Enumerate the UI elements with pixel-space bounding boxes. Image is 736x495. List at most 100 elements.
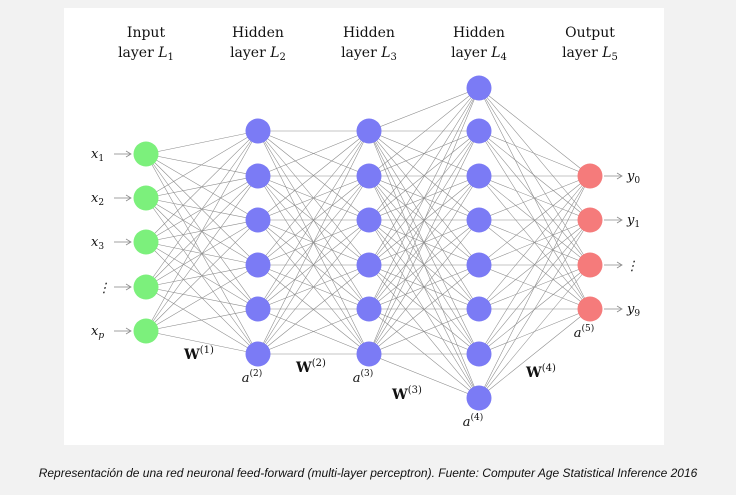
connection-l3-6-1 xyxy=(368,87,480,355)
neuron-l3-4 xyxy=(356,252,382,278)
output-label-4: y9 xyxy=(626,302,640,319)
input-ellipsis: ⋮ xyxy=(98,281,111,296)
connection-l1-5-5 xyxy=(145,308,259,332)
layer-title-3: Hidden xyxy=(343,25,395,41)
connection-l1-4-1 xyxy=(145,130,259,288)
connection-l4-8-3 xyxy=(478,264,591,399)
activation-label-3: a(3) xyxy=(353,368,374,386)
connection-l3-2-1 xyxy=(368,87,480,177)
connection-l2-4-1 xyxy=(257,130,370,266)
neuron-l2-2 xyxy=(245,163,271,189)
input-label-2: x2 xyxy=(91,191,104,208)
neuron-l4-3 xyxy=(466,163,492,189)
connection-l4-1-4 xyxy=(478,87,591,310)
neuron-l1-1 xyxy=(133,141,159,167)
output-label-1: y0 xyxy=(626,169,640,186)
connection-l1-5-2 xyxy=(145,175,259,332)
connection-l2-6-1 xyxy=(257,130,370,355)
connection-l2-6-2 xyxy=(257,175,370,355)
layer-subtitle-4: layer L4 xyxy=(451,45,507,63)
neuron-l3-3 xyxy=(356,207,382,233)
neuron-l5-4 xyxy=(577,296,603,322)
input-arrow-5-head xyxy=(125,327,132,335)
weight-label-1: W(1) xyxy=(183,345,214,363)
connection-l1-2-2 xyxy=(145,175,259,199)
connection-l1-2-1 xyxy=(145,130,259,199)
activation-label-5: a(5) xyxy=(574,323,595,341)
output-arrow-1-head xyxy=(616,172,623,180)
activation-label-4: a(4) xyxy=(463,412,484,430)
connection-l4-4-1 xyxy=(478,175,591,221)
connection-l1-5-4 xyxy=(145,264,259,332)
connection-l3-3-1 xyxy=(368,87,480,221)
neuron-l1-2 xyxy=(133,185,159,211)
connection-l2-6-3 xyxy=(257,219,370,355)
neuron-l5-3 xyxy=(577,252,603,278)
layer-subtitle-3: layer L3 xyxy=(341,45,397,63)
output-arrow-2-head xyxy=(616,216,623,224)
neuron-l1-4 xyxy=(133,274,159,300)
neuron-l3-6 xyxy=(356,341,382,367)
neuron-l2-5 xyxy=(245,296,271,322)
layer-subtitle-5: layer L5 xyxy=(562,45,618,63)
layer-subtitle-1: layer L1 xyxy=(118,45,174,63)
output-arrow-4-head xyxy=(616,305,623,313)
neuron-l4-7 xyxy=(466,341,492,367)
connection-l4-1-1 xyxy=(478,87,591,177)
neuron-l4-4 xyxy=(466,207,492,233)
input-arrow-2-head xyxy=(125,194,132,202)
connection-l3-2-2 xyxy=(368,130,480,177)
input-label-3: x3 xyxy=(91,235,104,252)
connection-l4-6-1 xyxy=(478,175,591,310)
connection-l3-5-1 xyxy=(368,87,480,310)
neuron-l2-4 xyxy=(245,252,271,278)
layer-title-5: Output xyxy=(565,25,615,41)
io-arrows xyxy=(114,150,623,335)
layer-title-2: Hidden xyxy=(232,25,284,41)
connection-l1-5-1 xyxy=(145,130,259,332)
neuron-l2-3 xyxy=(245,207,271,233)
connections xyxy=(145,87,591,399)
connection-l1-1-6 xyxy=(145,153,259,355)
neuron-l3-5 xyxy=(356,296,382,322)
neuron-l3-2 xyxy=(356,163,382,189)
connection-l4-7-1 xyxy=(478,175,591,355)
connection-l3-5-8 xyxy=(368,308,480,399)
connection-l3-6-5 xyxy=(368,264,480,355)
connection-l1-5-6 xyxy=(145,330,259,355)
neuron-l5-2 xyxy=(577,207,603,233)
neuron-l5-1 xyxy=(577,163,603,189)
weight-label-3: W(3) xyxy=(391,385,422,403)
activation-label-2: a(2) xyxy=(242,368,263,386)
connection-l4-5-1 xyxy=(478,175,591,266)
connection-l1-5-3 xyxy=(145,219,259,332)
neuron-l4-5 xyxy=(466,252,492,278)
neuron-l1-3 xyxy=(133,229,159,255)
connection-l3-6-2 xyxy=(368,130,480,355)
connection-l3-3-2 xyxy=(368,130,480,221)
input-label-5: xp xyxy=(91,324,104,341)
connection-l3-4-1 xyxy=(368,87,480,266)
connection-l3-6-3 xyxy=(368,175,480,355)
neuron-l3-1 xyxy=(356,118,382,144)
output-arrow-3-head xyxy=(616,261,623,269)
connection-l2-3-1 xyxy=(257,130,370,221)
output-label-2: y1 xyxy=(626,213,640,230)
connection-l1-4-6 xyxy=(145,286,259,355)
connection-l3-6-8 xyxy=(368,353,480,399)
connection-l4-2-2 xyxy=(478,130,591,221)
layer-subtitle-2: layer L2 xyxy=(230,45,286,63)
connection-l4-8-2 xyxy=(478,219,591,399)
math-labels: x1x2x3⋮xpy0y1⋮y9a(2)a(3)a(4)a(5)W(1)W(2)… xyxy=(91,147,640,430)
connection-l3-6-4 xyxy=(368,219,480,355)
connection-l4-1-2 xyxy=(478,87,591,221)
connection-l1-1-2 xyxy=(145,153,259,177)
connection-l3-5-2 xyxy=(368,130,480,310)
connection-l3-1-1 xyxy=(368,87,480,132)
connection-l2-6-4 xyxy=(257,264,370,355)
connection-l1-1-1 xyxy=(145,130,259,155)
figure-caption: Representación de una red neuronal feed-… xyxy=(38,466,698,480)
